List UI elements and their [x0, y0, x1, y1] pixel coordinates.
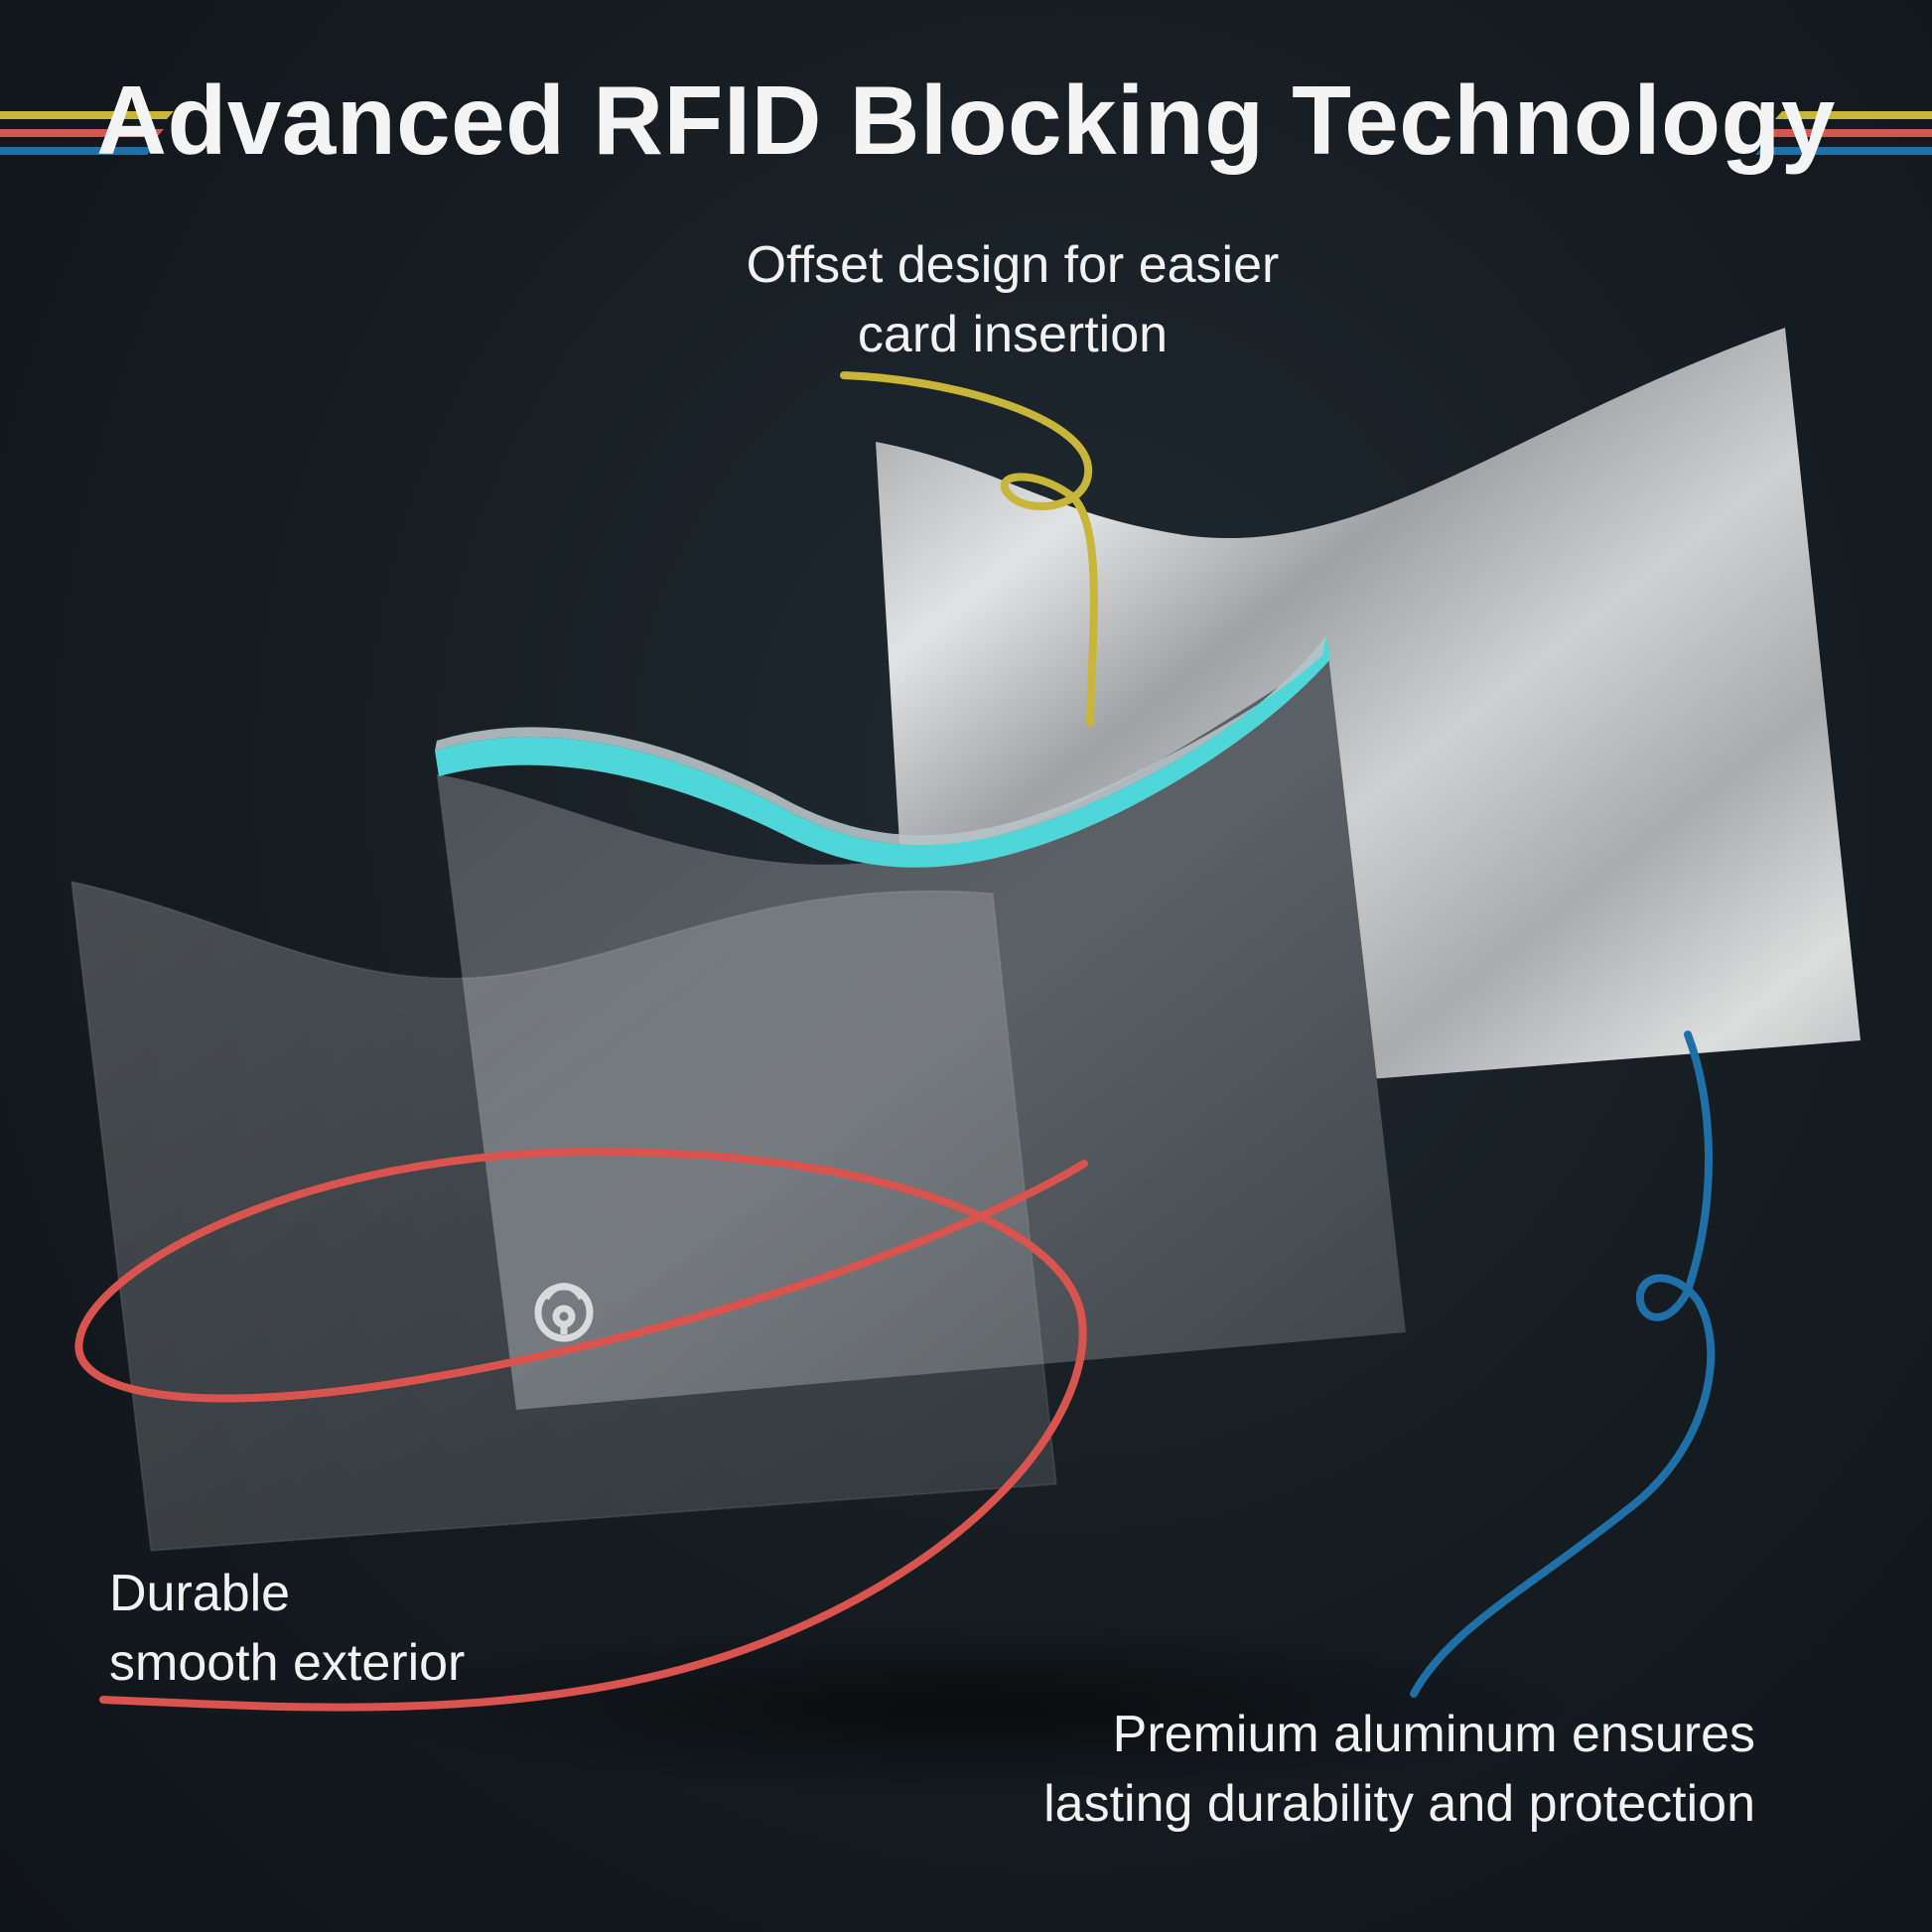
- transparent-film: [69, 880, 1058, 1553]
- caption-durable-exterior: Durable smooth exterior: [109, 1559, 705, 1698]
- caption-offset-line-2: card insertion: [857, 306, 1169, 363]
- header-stripes-right: [1755, 111, 1932, 155]
- callout-line-offset: [840, 371, 1098, 727]
- caption-aluminum-line-2: lasting durability and protection: [1043, 1775, 1755, 1833]
- page-title: Advanced RFID Blocking Technology: [96, 66, 1836, 175]
- caption-aluminum-line-1: Premium aluminum ensures: [1112, 1706, 1755, 1763]
- floor-shadow: [357, 1618, 1588, 1797]
- caption-offset-design: Offset design for easier card insertion: [596, 230, 1430, 369]
- header-stripes-left: [0, 111, 174, 155]
- callout-line-durable: [74, 1147, 1088, 1712]
- callout-line-aluminum: [1410, 1031, 1716, 1698]
- caption-offset-line-1: Offset design for easier: [746, 236, 1280, 294]
- caption-premium-aluminum: Premium aluminum ensures lasting durabil…: [854, 1700, 1755, 1839]
- caption-durable-line-1: Durable: [109, 1565, 291, 1622]
- caption-durable-line-2: smooth exterior: [109, 1634, 466, 1692]
